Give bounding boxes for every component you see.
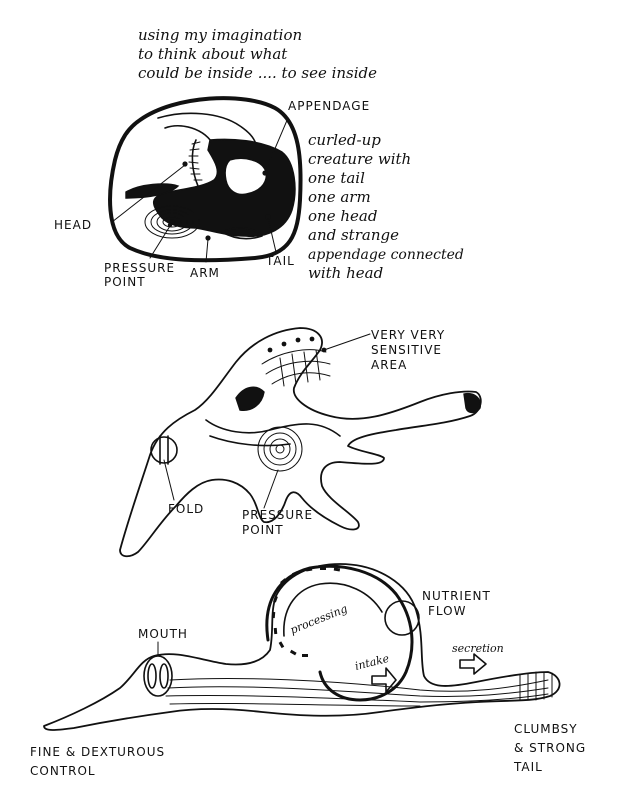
creature-description: curled-up creature with one tail one arm… [308, 131, 464, 282]
label-clumsy-2: & STRONG [514, 741, 586, 755]
creature-2-inner-line-b [209, 435, 291, 447]
svg-text:with head: with head [308, 264, 383, 282]
label-pressure-point-2a: PRESSURE [242, 508, 313, 522]
label-sensitive-3: AREA [371, 358, 407, 372]
processing-ticks [271, 567, 341, 657]
nutrient-flow-circle [384, 600, 420, 636]
secretion-arrow [459, 653, 487, 675]
label-sensitive-1: VERY VERY [371, 328, 445, 342]
label-clumsy-1: CLUMBSY [514, 722, 578, 736]
intro-line-1: using my imagination [138, 26, 302, 44]
creature-inner-gap [224, 157, 267, 195]
label-mouth: MOUTH [138, 627, 188, 641]
label-appendage: APPENDAGE [288, 99, 370, 113]
processing-loop [265, 564, 414, 702]
label-clumsy-3: TAIL [513, 760, 543, 774]
intro-line-2: to think about what [138, 45, 288, 63]
label-nutrient-1: NUTRIENT [422, 589, 491, 603]
label-fine-1: FINE & DEXTUROUS [30, 745, 165, 759]
pressure-point-spiral-2 [257, 426, 303, 472]
body-flow-lines [165, 677, 549, 707]
appendage-ticks [188, 141, 203, 181]
sensitive-area-mesh [261, 349, 331, 387]
egg-outline [108, 96, 303, 263]
creature-2-inner-line [205, 419, 341, 437]
sketch-3-digestive-creature: MOUTH NUTRIENT FLOW processing intake se… [30, 563, 586, 778]
creature-2-tail-tip [463, 392, 481, 414]
creature-2-dark-wedge [235, 386, 265, 411]
svg-text:one head: one head [308, 207, 377, 225]
label-nutrient-2: FLOW [428, 604, 466, 618]
svg-text:appendage connected: appendage connected [308, 247, 464, 263]
label-head: HEAD [54, 218, 92, 232]
label-pressure-point-1a: PRESSURE [104, 261, 175, 275]
pressure-point-spiral-1 [144, 205, 200, 239]
svg-text:and strange: and strange [308, 226, 399, 244]
label-secretion: secretion [452, 642, 504, 655]
creature-3-body [43, 563, 561, 731]
intro-note: using my imagination to think about what… [138, 26, 377, 82]
label-tail: TAIL [265, 254, 295, 268]
processing-loop-inner [283, 582, 383, 637]
fold-symbol [150, 435, 178, 465]
label-sensitive-2: SENSITIVE [371, 343, 442, 357]
label-pressure-point-2b: POINT [242, 523, 284, 537]
label-pressure-point-1b: POINT [104, 275, 146, 289]
mouth-symbol [143, 655, 173, 697]
label-fine-2: CONTROL [30, 764, 96, 778]
intro-line-3: could be inside .... to see inside [138, 64, 377, 82]
sensitive-area-dots [267, 336, 315, 353]
sketch-2-sensitive-creature: VERY VERY SENSITIVE AREA FOLD PRESSURE P… [119, 327, 482, 558]
label-arm: ARM [190, 266, 220, 280]
label-fold: FOLD [168, 502, 204, 516]
sketch-1-curled-creature: APPENDAGE HEAD PRESSURE POINT ARM TAIL c… [54, 96, 464, 289]
creature-2-body [119, 327, 482, 558]
svg-text:one arm: one arm [308, 188, 371, 206]
label-processing: processing [288, 602, 349, 637]
svg-text:one tail: one tail [308, 169, 365, 187]
arm-hatched-patch [221, 227, 263, 240]
intake-arrow [371, 667, 397, 693]
svg-text:curled-up: curled-up [308, 131, 381, 149]
svg-text:creature with: creature with [308, 150, 411, 168]
